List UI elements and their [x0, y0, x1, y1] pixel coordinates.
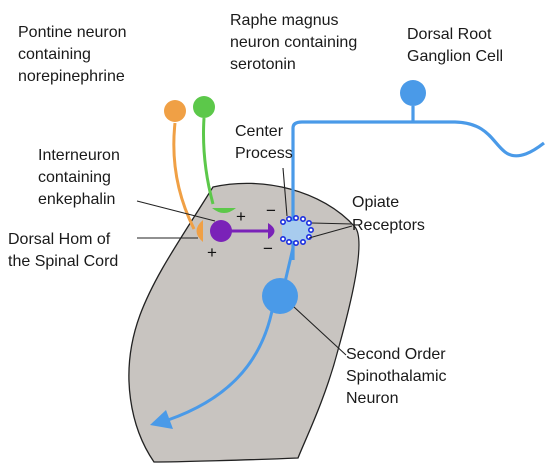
- interneuron-leader: [136, 200, 216, 222]
- raphe-neuron-terminal: [212, 208, 236, 213]
- opiate-receptor-dot: [285, 239, 292, 246]
- spinal-cord-dorsal-horn-region: [128, 182, 360, 463]
- spinothalamic-tract-axon: [167, 305, 275, 422]
- opiate-receptor-dot: [279, 236, 286, 243]
- second-order-label-line-1: Second Order: [346, 346, 446, 363]
- dorsal-root-ganglion-axon: [291, 120, 545, 260]
- opiate-receptor-dot: [305, 220, 312, 227]
- opiate-receptor-dot: [292, 240, 299, 247]
- raphe-label-line-3: serotonin: [230, 56, 296, 73]
- opiate-leader-upper: [311, 222, 353, 225]
- pontine-neuron-label: Pontine neuron containing norepinephrine: [18, 24, 131, 85]
- second-order-label-line-3: Neuron: [346, 390, 398, 407]
- interneuron-label-line-2: containing: [38, 169, 111, 186]
- inhibitory-sign-upper: −: [266, 201, 276, 220]
- interneuron-label: Interneuron containing enkephalin: [38, 147, 124, 208]
- drg-label-line-1: Dorsal Root: [407, 26, 492, 43]
- dorsal-horn-label: Dorsal Hom of the Spinal Cord: [8, 231, 118, 270]
- center-label-line-1: Center: [235, 123, 284, 140]
- opiate-label-line-1: Opiate: [352, 194, 399, 211]
- second-order-label-line-2: Spinothalamic: [346, 368, 447, 385]
- second-order-leader: [293, 306, 347, 356]
- dorsal-horn-label-line-1: Dorsal Hom of: [8, 231, 111, 248]
- excitatory-sign-lower: +: [207, 243, 217, 262]
- raphe-neuron-cell: [193, 96, 215, 118]
- pontine-label-line-3: norepinephrine: [18, 68, 125, 85]
- dorsal-root-ganglion-cell: [400, 80, 426, 106]
- center-process-label: Center Process: [235, 123, 293, 162]
- pontine-label-line-2: containing: [18, 46, 91, 63]
- spinothalamic-tract-arrowhead: [150, 410, 173, 429]
- pontine-neuron-terminal: [196, 220, 203, 242]
- center-label-line-2: Process: [235, 145, 293, 162]
- second-order-dendrite: [283, 247, 295, 283]
- raphe-label-line-2: neuron containing: [230, 34, 357, 51]
- interneuron-label-line-1: Interneuron: [38, 147, 120, 164]
- raphe-label-line-1: Raphe magnus: [230, 12, 339, 29]
- second-order-neuron-label: Second Order Spinothalamic Neuron: [346, 346, 451, 407]
- raphe-neuron-axon: [201, 117, 215, 205]
- dorsal-root-ganglion-label: Dorsal Root Ganglion Cell: [407, 26, 503, 65]
- pontine-neuron-cell: [164, 100, 186, 122]
- center-process-leader: [282, 167, 288, 217]
- excitatory-sign-upper: +: [236, 207, 246, 226]
- opiate-label-line-2: Receptors: [352, 217, 425, 234]
- raphe-neuron-label: Raphe magnus neuron containing serotonin: [230, 12, 362, 73]
- opiate-receptor-dot: [292, 215, 299, 222]
- interneuron-terminal: [268, 223, 275, 239]
- interneuron-cell: [210, 220, 232, 242]
- dorsal-horn-label-line-2: the Spinal Cord: [8, 253, 118, 270]
- opiate-receptors-label: Opiate Receptors: [352, 194, 425, 234]
- second-order-neuron-cell: [262, 278, 298, 314]
- inhibitory-sign-lower: −: [263, 239, 273, 258]
- drg-label-line-2: Ganglion Cell: [407, 48, 503, 65]
- pontine-neuron-axon: [172, 122, 196, 230]
- opiate-receptor-dot: [285, 216, 292, 223]
- pontine-label-line-1: Pontine neuron: [18, 24, 127, 41]
- opiate-receptor-dot: [279, 219, 286, 226]
- opiate-receptor-dot: [299, 239, 306, 246]
- interneuron-label-line-3: enkephalin: [38, 191, 115, 208]
- central-process-terminal: [282, 221, 312, 241]
- opiate-leader-lower: [308, 225, 353, 239]
- opiate-receptor-dot: [299, 216, 306, 223]
- opiate-receptor-dot: [307, 227, 314, 234]
